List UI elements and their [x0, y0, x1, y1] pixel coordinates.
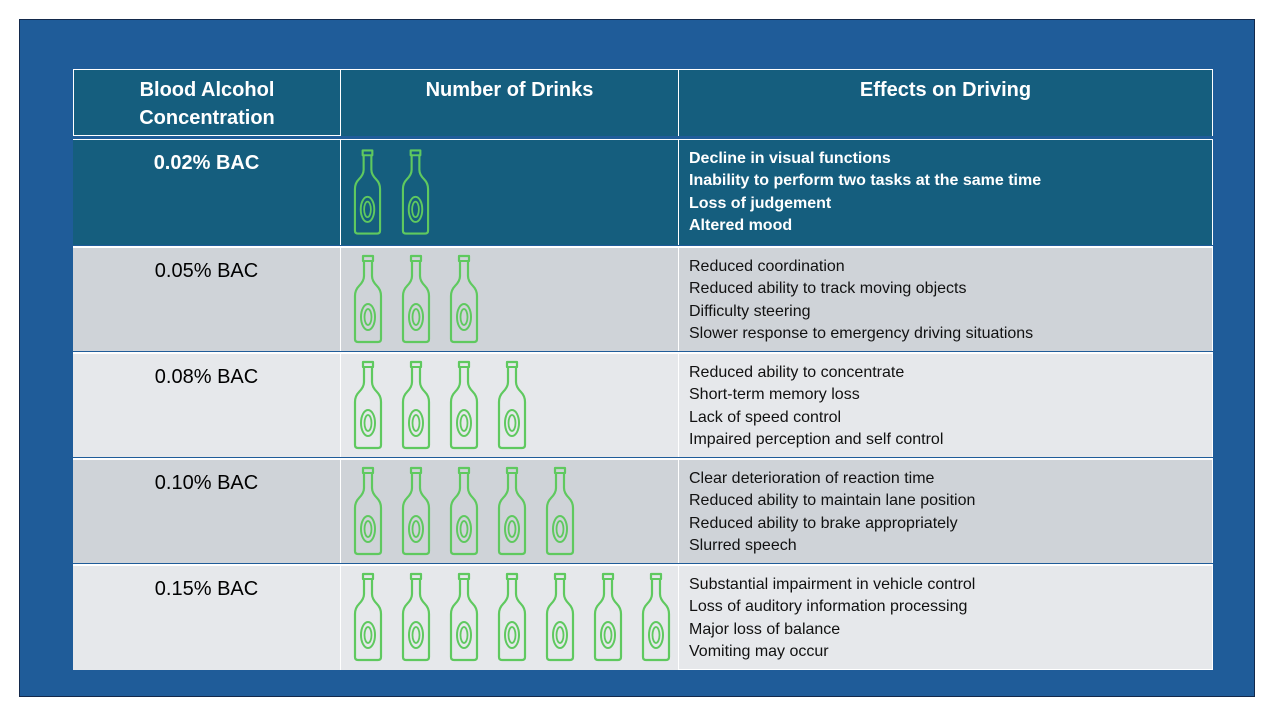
effect-item: Reduced ability to maintain lane positio…: [689, 492, 976, 510]
bottle-icon: [593, 572, 623, 667]
effect-item: Lack of speed control: [689, 408, 842, 426]
header-effects-label: Effects on Driving: [859, 79, 1032, 101]
bottle-icon: [353, 360, 383, 455]
header-bac: Blood Alcohol Concentration: [73, 69, 340, 136]
drinks-cell: [340, 458, 678, 563]
header-bac-line-1: Blood Alcohol: [139, 79, 275, 101]
effect-item: Loss of auditory information processing: [689, 598, 968, 616]
header-bac-line-2: Concentration: [139, 107, 275, 129]
effect-item: Reduced ability to concentrate: [689, 364, 905, 381]
bottle-icon: [497, 360, 527, 455]
bottle-icon: [353, 572, 383, 667]
bottle-icon: [401, 572, 431, 667]
bottle-icon: [449, 360, 479, 455]
effect-item: Loss of judgement: [689, 194, 832, 212]
effect-item: Vomiting may occur: [689, 642, 829, 660]
effect-item: Impaired perception and self control: [689, 430, 944, 448]
effect-item: Difficulty steering: [689, 302, 811, 320]
effect-item: Reduced ability to track moving objects: [689, 280, 967, 298]
bottle-icon: [545, 466, 575, 561]
effect-item: Decline in visual functions: [689, 150, 891, 167]
effects-cell: Substantial impairment in vehicle contro…: [678, 564, 1213, 670]
bottle-icon: [449, 572, 479, 667]
bac-cell: 0.15% BAC: [73, 564, 340, 670]
drinks-cell: [340, 352, 678, 457]
effect-item: Slower response to emergency driving sit…: [689, 324, 1034, 342]
header-drinks-label: Number of Drinks: [425, 79, 594, 101]
bac-value: 0.15% BAC: [154, 578, 259, 600]
bottle-icon: [353, 466, 383, 561]
bottle-icon: [401, 254, 431, 349]
drinks-cell: [340, 139, 678, 245]
bac-cell: 0.05% BAC: [73, 246, 340, 351]
bottle-icon: [641, 572, 671, 667]
bac-value: 0.02% BAC: [153, 152, 260, 174]
header-drinks: Number of Drinks: [340, 69, 678, 136]
bottle-icon: [401, 360, 431, 455]
bottle-icon: [401, 148, 430, 241]
effect-item: Reduced coordination: [689, 258, 845, 275]
bottle-icon: [449, 254, 479, 349]
bac-cell: 0.10% BAC: [73, 458, 340, 563]
header-effects: Effects on Driving: [678, 69, 1213, 136]
effect-item: Substantial impairment in vehicle contro…: [689, 576, 976, 593]
effect-item: Clear deterioration of reaction time: [689, 470, 935, 487]
bottle-icon: [497, 572, 527, 667]
effect-item: Reduced ability to brake appropriately: [689, 514, 958, 532]
bottle-icon: [497, 466, 527, 561]
bottle-icon: [353, 148, 382, 241]
drinks-cell: [340, 246, 678, 351]
bottle-icon: [545, 572, 575, 667]
bac-value: 0.10% BAC: [154, 472, 259, 494]
drinks-cell: [340, 564, 678, 670]
effect-item: Inability to perform two tasks at the sa…: [689, 172, 1042, 190]
effect-item: Slurred speech: [689, 536, 797, 554]
bottle-icon: [353, 254, 383, 349]
effect-item: Altered mood: [689, 216, 793, 234]
bottle-icon: [449, 466, 479, 561]
bac-cell: 0.02% BAC: [73, 139, 340, 245]
bac-cell: 0.08% BAC: [73, 352, 340, 457]
effect-item: Short-term memory loss: [689, 386, 860, 404]
bottle-icon: [401, 466, 431, 561]
bac-value: 0.05% BAC: [154, 260, 259, 282]
bac-value: 0.08% BAC: [154, 366, 259, 388]
effect-item: Major loss of balance: [689, 620, 841, 638]
